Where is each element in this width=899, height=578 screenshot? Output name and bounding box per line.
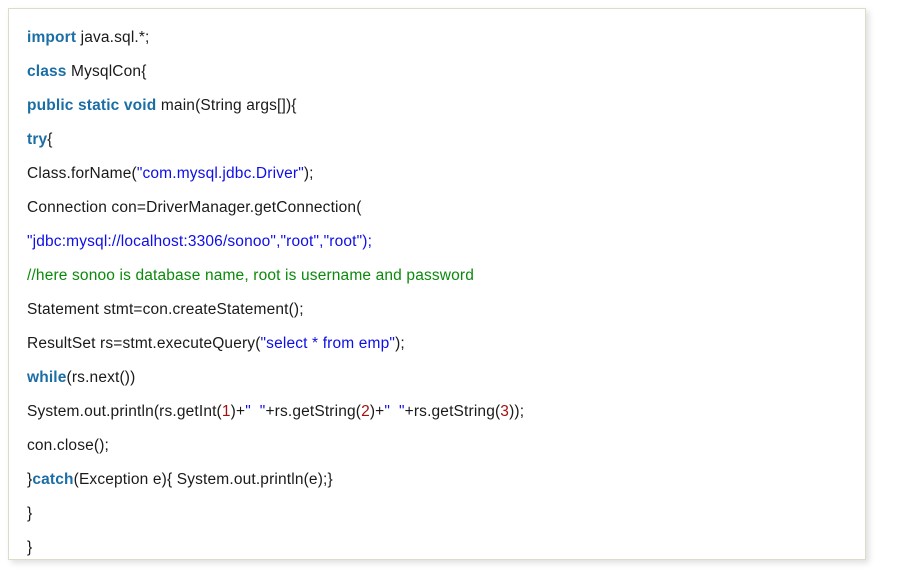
- code-token-plain: }: [27, 505, 33, 522]
- code-line: Class.forName("com.mysql.jdbc.Driver");: [27, 157, 859, 191]
- code-token-num: 1: [221, 403, 231, 420]
- code-line: }catch(Exception e){ System.out.println(…: [27, 463, 859, 497]
- code-line: try{: [27, 123, 859, 157]
- code-line: System.out.println(rs.getInt(1)+" "+rs.g…: [27, 395, 859, 429]
- code-token-str: " ": [245, 403, 266, 420]
- code-token-str: "jdbc:mysql://localhost:3306/sonoo","roo…: [27, 233, 373, 250]
- code-token-plain: System.out.println(rs.getInt(: [27, 403, 222, 420]
- code-token-plain: MysqlCon{: [66, 63, 147, 80]
- code-token-plain: }: [27, 471, 33, 488]
- code-token-plain: (rs.next()): [66, 369, 136, 386]
- code-token-plain: +rs.getString(: [404, 403, 501, 420]
- code-token-num: 2: [361, 403, 370, 420]
- code-token-str: "select * from emp": [260, 335, 396, 352]
- code-block-container: import java.sql.*;class MysqlCon{public …: [8, 8, 866, 560]
- code-line: class MysqlCon{: [27, 55, 859, 89]
- code-token-str: " ": [384, 403, 405, 420]
- code-token-plain: Statement stmt=con.createStatement();: [27, 301, 304, 318]
- code-token-plain: );: [303, 165, 314, 182]
- code-line: }: [27, 531, 859, 565]
- code-token-plain: );: [395, 335, 405, 352]
- code-token-plain: ));: [509, 403, 525, 420]
- code-token-plain: ResultSet rs=stmt.executeQuery(: [27, 335, 261, 352]
- code-token-kw: while: [27, 369, 67, 386]
- code-token-plain: }: [27, 539, 33, 556]
- code-token-kw: try: [27, 131, 48, 148]
- code-line: Statement stmt=con.createStatement();: [27, 293, 859, 327]
- code-line: import java.sql.*;: [27, 21, 859, 55]
- code-token-kw: import: [27, 29, 77, 46]
- code-token-plain: )+: [369, 403, 385, 420]
- code-token-num: 3: [500, 403, 510, 420]
- code-token-plain: )+: [230, 403, 246, 420]
- code-token-plain: main(String args[]){: [156, 97, 297, 114]
- code-token-cmt: //here sonoo is database name, root is u…: [27, 267, 475, 284]
- code-token-plain: +rs.getString(: [265, 403, 362, 420]
- code-line: "jdbc:mysql://localhost:3306/sonoo","roo…: [27, 225, 859, 259]
- code-token-plain: con.close();: [27, 437, 109, 454]
- code-token-kw: catch: [32, 471, 74, 488]
- code-line: con.close();: [27, 429, 859, 463]
- code-line: while(rs.next()): [27, 361, 859, 395]
- code-line: Connection con=DriverManager.getConnecti…: [27, 191, 859, 225]
- code-line: ResultSet rs=stmt.executeQuery("select *…: [27, 327, 859, 361]
- code-token-plain: Class.forName(: [27, 165, 137, 182]
- code-token-str: "com.mysql.jdbc.Driver": [136, 165, 304, 182]
- code-token-plain: {: [47, 131, 53, 148]
- code-token-plain: Connection con=DriverManager.getConnecti…: [27, 199, 362, 216]
- code-token-kw: class: [27, 63, 67, 80]
- code-line: public static void main(String args[]){: [27, 89, 859, 123]
- code-token-plain: (Exception e){ System.out.println(e);}: [73, 471, 333, 488]
- code-line: }: [27, 497, 859, 531]
- code-token-plain: java.sql.*;: [76, 29, 150, 46]
- code-token-kw: public static void: [27, 97, 157, 114]
- code-line: //here sonoo is database name, root is u…: [27, 259, 859, 293]
- code-line-list: import java.sql.*;class MysqlCon{public …: [27, 21, 859, 565]
